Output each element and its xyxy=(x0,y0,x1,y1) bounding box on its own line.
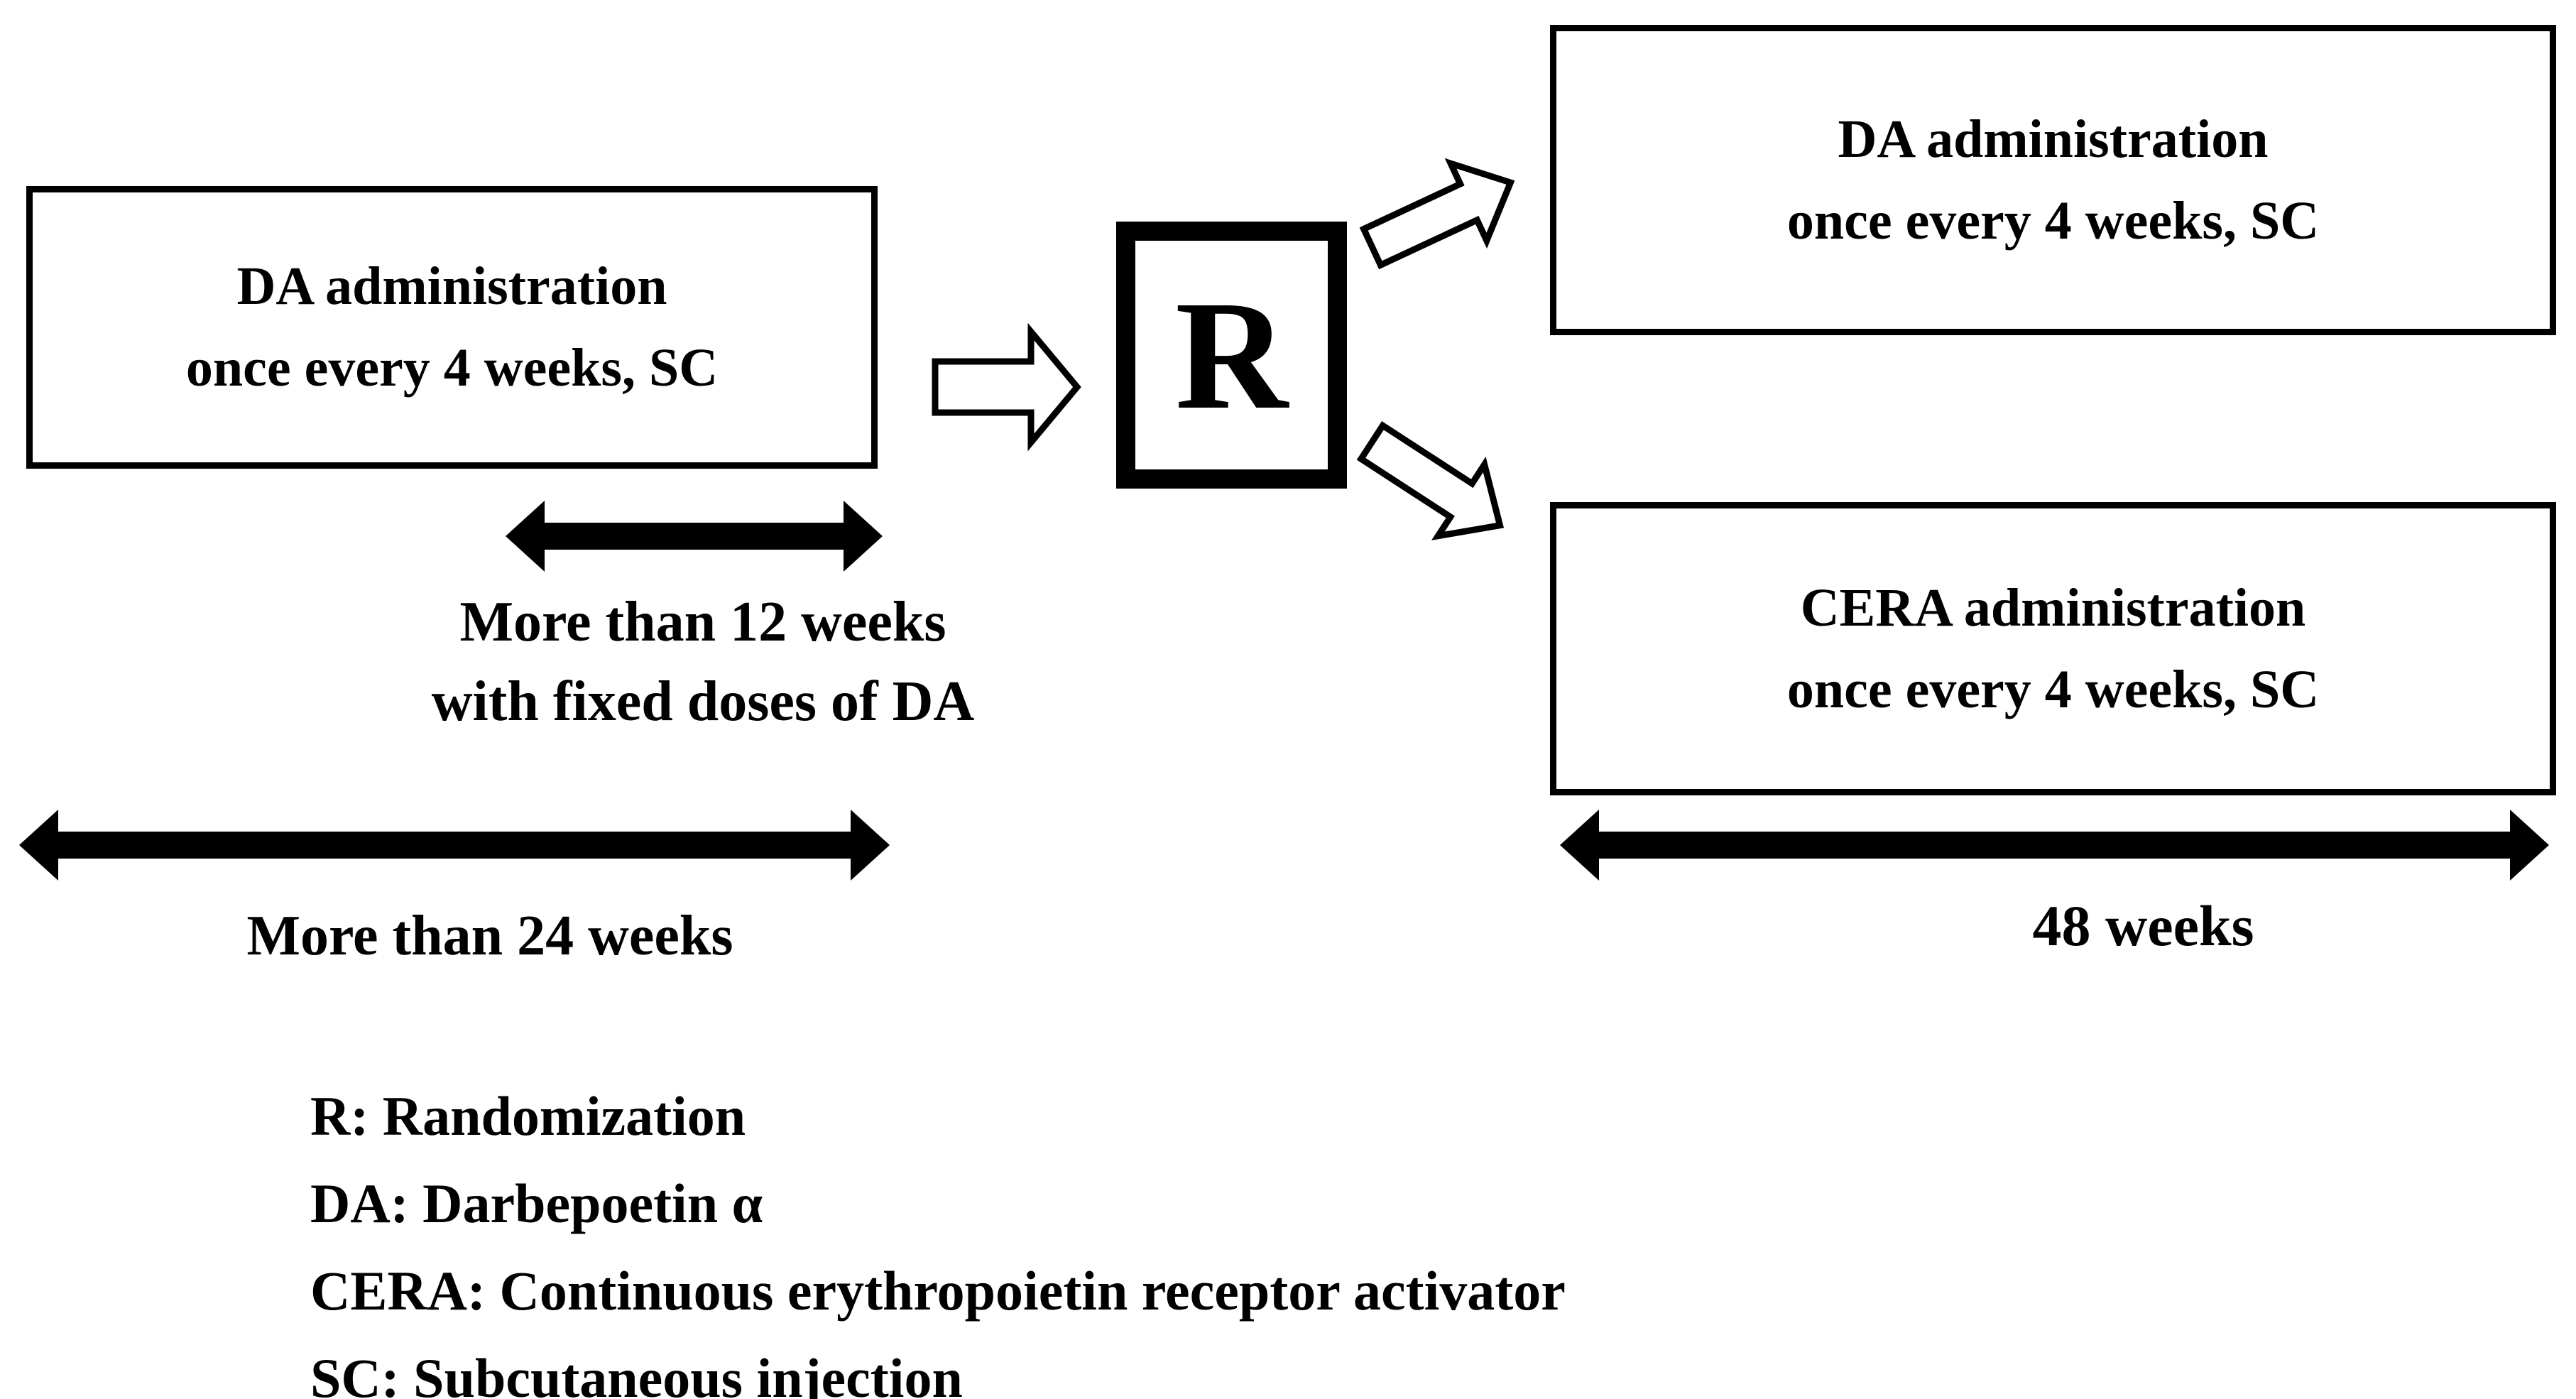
cera-arm-box-line1: CERA administration xyxy=(1800,577,2306,638)
da-arm-box-line1: DA administration xyxy=(1838,109,2269,169)
fixed-dose-period-label-line2: with fixed doses of DA xyxy=(431,670,975,733)
da-arm-box-line2: once every 4 weeks, SC xyxy=(1786,190,2320,251)
pre-randomization-da-box: DA administration once every 4 weeks, SC xyxy=(26,186,878,469)
da-arm-box: DA administration once every 4 weeks, SC xyxy=(1550,25,2556,335)
pre-randomization-period-label: More than 24 weeks xyxy=(246,905,733,967)
randomize-to-cera-arm-arrow-icon xyxy=(1356,421,1505,540)
randomize-to-da-arm-arrow-icon xyxy=(1359,158,1515,270)
legend-item-darbepoetin: DA: Darbepoetin α xyxy=(310,1172,763,1234)
legend-item-randomization: R: Randomization xyxy=(310,1085,746,1147)
pre-randomization-da-box-line1: DA administration xyxy=(236,256,667,316)
legend-item-cera: CERA: Continuous erythropoietin receptor… xyxy=(310,1260,1566,1322)
pre-randomization-da-box-line2: once every 4 weeks, SC xyxy=(185,338,719,398)
fixed-dose-period-arrow-icon xyxy=(506,501,883,572)
randomization-label: R xyxy=(1175,268,1288,442)
treatment-period-arrow-icon xyxy=(1560,810,2549,881)
legend-item-subcutaneous: SC: Subcutaneous injection xyxy=(310,1347,963,1399)
pre-randomization-period-arrow-icon xyxy=(19,810,890,881)
randomization-box: R xyxy=(1116,222,1347,489)
treatment-period-label: 48 weeks xyxy=(2032,893,2254,958)
cera-arm-box: CERA administration once every 4 weeks, … xyxy=(1550,502,2556,795)
fixed-dose-period-label: More than 12 weeks with fixed doses of D… xyxy=(312,582,1093,741)
abbreviation-legend: R: Randomization DA: Darbepoetin α CERA:… xyxy=(310,1072,1566,1399)
fixed-dose-period-label-line1: More than 12 weeks xyxy=(459,591,946,653)
flow-to-randomization-arrow-icon xyxy=(932,322,1081,452)
cera-arm-box-line2: once every 4 weeks, SC xyxy=(1786,659,2320,719)
